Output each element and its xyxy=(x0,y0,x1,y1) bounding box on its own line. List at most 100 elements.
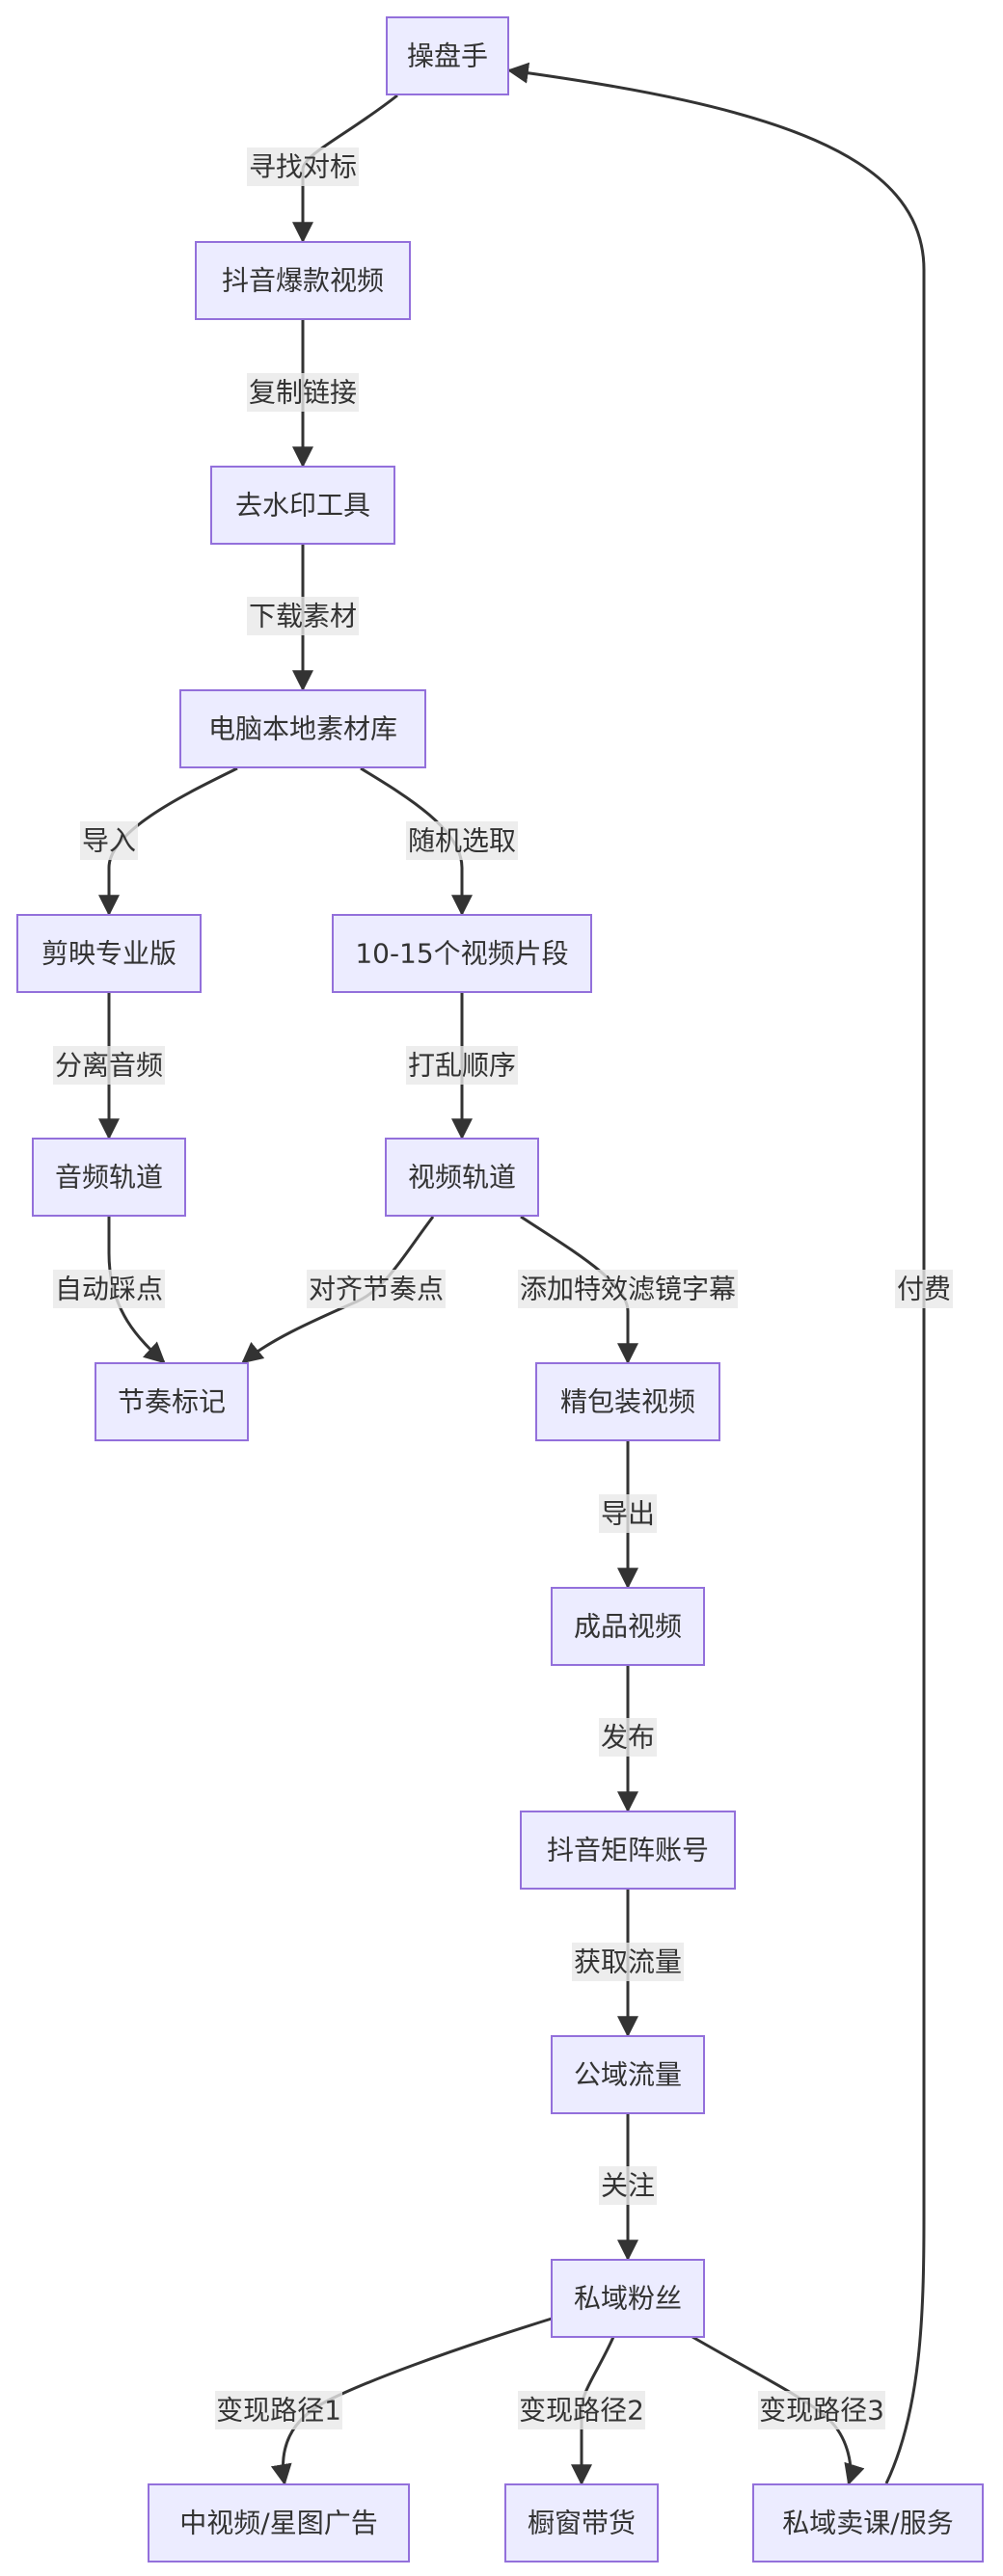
node-box xyxy=(195,241,411,320)
edge-label-gongyu-to-siyu: 关注 xyxy=(599,2166,657,2205)
edge-label-juzhen-to-gongyu: 获取流量 xyxy=(572,1943,684,1981)
edge-label-text: 发布 xyxy=(601,1722,655,1754)
edge-label-background xyxy=(599,1494,657,1533)
node-label: 音频轨道 xyxy=(55,1162,163,1194)
node-caopanshou: 操盘手 xyxy=(386,16,509,95)
edge-label-background xyxy=(53,1046,165,1085)
edge-label-text: 导入 xyxy=(82,825,136,857)
node-chuchuang: 橱窗带货 xyxy=(504,2483,659,2563)
node-jiezou: 节奏标记 xyxy=(95,1362,249,1441)
edge-label-background xyxy=(247,597,359,635)
edge-label-background xyxy=(53,1270,165,1308)
node-box xyxy=(386,16,509,95)
edge-label-background xyxy=(406,1046,518,1085)
node-label: 私域粉丝 xyxy=(574,2283,682,2315)
node-jianying: 剪映专业版 xyxy=(16,914,202,993)
edge-arrow xyxy=(360,766,473,917)
node-zhongshipin: 中视频/星图广告 xyxy=(148,2483,410,2563)
edge-yinpin-to-jiezou xyxy=(107,1217,166,1364)
edge-label-text: 变现路径1 xyxy=(216,2395,341,2427)
edge-sucaiku-to-pianduan xyxy=(360,766,473,917)
edge-label-background xyxy=(518,2391,645,2429)
edge-label-pianduan-to-shipin: 打乱顺序 xyxy=(406,1046,518,1085)
edge-label-qushuiyin-to-sucaiku: 下载素材 xyxy=(247,597,359,635)
edge-label-text: 变现路径3 xyxy=(759,2395,884,2427)
node-pianduan: 10-15个视频片段 xyxy=(332,914,592,993)
edge-label-text: 复制链接 xyxy=(249,377,357,409)
edge-label-background xyxy=(895,1270,953,1308)
node-chengpin: 成品视频 xyxy=(551,1587,705,1666)
edge-label-background xyxy=(247,373,359,412)
node-label: 橱窗带货 xyxy=(528,2508,636,2539)
edge-label-background xyxy=(599,1718,657,1757)
node-box xyxy=(95,1362,249,1441)
edge-label-caopanshou-to-baokuan: 寻找对标 xyxy=(247,148,359,186)
node-label: 抖音爆款视频 xyxy=(222,265,384,297)
edge-label-baokuan-to-qushuiyin: 复制链接 xyxy=(247,373,359,412)
node-box xyxy=(535,1362,720,1441)
node-juzhen: 抖音矩阵账号 xyxy=(520,1811,736,1890)
edge-label-text: 分离音频 xyxy=(55,1050,163,1082)
node-sucaiku: 电脑本地素材库 xyxy=(179,689,426,768)
edge-label-text: 获取流量 xyxy=(574,1946,682,1978)
edge-label-text: 关注 xyxy=(601,2170,655,2202)
node-shipin: 视频轨道 xyxy=(385,1138,539,1217)
edge-arrow xyxy=(98,766,238,917)
node-siyu: 私域粉丝 xyxy=(551,2259,705,2338)
node-box xyxy=(16,914,202,993)
node-label: 抖音矩阵账号 xyxy=(547,1835,709,1866)
edge-label-background xyxy=(307,1270,446,1308)
edge-label-text: 随机选取 xyxy=(408,825,516,857)
edge-arrow xyxy=(107,1217,166,1364)
node-label: 视频轨道 xyxy=(408,1162,516,1194)
node-label: 私域卖课/服务 xyxy=(782,2508,953,2539)
node-box xyxy=(551,2259,705,2338)
edge-label-background xyxy=(572,1943,684,1981)
edge-arrow xyxy=(506,62,926,2484)
edge-label-sucaiku-to-pianduan: 随机选取 xyxy=(406,821,518,860)
edge-label-siyu-to-maike: 变现路径3 xyxy=(758,2391,885,2429)
edge-label-jianying-to-yinpin: 分离音频 xyxy=(53,1046,165,1085)
node-box xyxy=(148,2483,410,2563)
node-jingbaozhuang: 精包装视频 xyxy=(535,1362,720,1441)
node-box xyxy=(332,914,592,993)
node-box xyxy=(551,1587,705,1666)
node-box xyxy=(504,2483,659,2563)
edge-label-background xyxy=(80,821,138,860)
edge-label-background xyxy=(215,2391,342,2429)
edge-label-background xyxy=(247,148,359,186)
node-box xyxy=(385,1138,539,1217)
edge-label-yinpin-to-jiezou: 自动踩点 xyxy=(53,1270,165,1308)
node-gongyu: 公域流量 xyxy=(551,2035,705,2114)
node-label: 剪映专业版 xyxy=(41,938,176,970)
node-label: 成品视频 xyxy=(574,1611,682,1643)
node-label: 精包装视频 xyxy=(560,1386,695,1418)
node-box xyxy=(32,1138,186,1217)
edge-label-text: 寻找对标 xyxy=(249,151,357,183)
edge-label-background xyxy=(758,2391,885,2429)
edge-label-jingbaozhuang-to-chengpin: 导出 xyxy=(599,1494,657,1533)
node-maike: 私域卖课/服务 xyxy=(752,2483,984,2563)
edge-sucaiku-to-jianying xyxy=(98,766,238,917)
edge-label-background xyxy=(406,821,518,860)
edge-label-shipin-to-jingbaozhuang: 添加特效滤镜字幕 xyxy=(518,1270,738,1308)
edge-label-background xyxy=(599,2166,657,2205)
edge-label-shipin-to-jiezou: 对齐节奏点 xyxy=(307,1270,446,1308)
node-label: 操盘手 xyxy=(407,40,488,72)
node-label: 电脑本地素材库 xyxy=(208,713,397,745)
edge-label-text: 付费 xyxy=(897,1274,951,1305)
node-box xyxy=(179,689,426,768)
edge-label-chengpin-to-juzhen: 发布 xyxy=(599,1718,657,1757)
edges xyxy=(98,62,926,2486)
node-box xyxy=(210,466,395,545)
edge-label-maike-to-caopanshou: 付费 xyxy=(895,1270,953,1308)
edge-label-background xyxy=(518,1270,738,1308)
node-label: 节奏标记 xyxy=(118,1386,226,1418)
node-box xyxy=(752,2483,984,2563)
edge-label-sucaiku-to-jianying: 导入 xyxy=(80,821,138,860)
edge-label-siyu-to-chuchuang: 变现路径2 xyxy=(518,2391,645,2429)
edge-label-text: 对齐节奏点 xyxy=(309,1274,444,1305)
node-yinpin: 音频轨道 xyxy=(32,1138,186,1217)
